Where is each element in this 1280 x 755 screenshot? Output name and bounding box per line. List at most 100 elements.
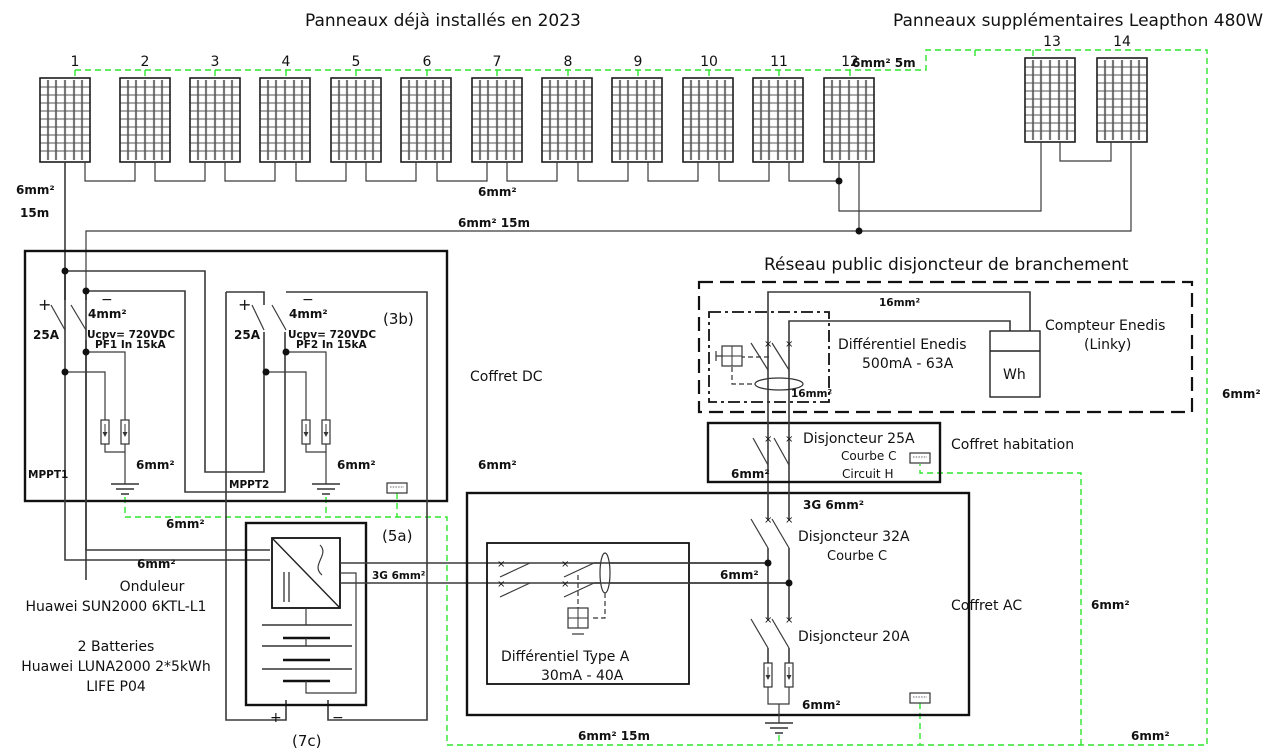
breaker20-label: Disjoncteur 20A — [798, 629, 910, 645]
battery-title: 2 Batteries — [78, 639, 155, 655]
wire-section-label: 4mm² — [88, 307, 127, 321]
cable-label: 6mm² — [166, 517, 205, 531]
pv-panel-10 — [681, 76, 735, 164]
cable-label: 6mm² — [16, 183, 55, 197]
svg-text:×: × — [785, 434, 793, 445]
spd1-spec: Ucpv= 720VDC — [87, 329, 175, 341]
panel-number: 14 — [1113, 34, 1131, 50]
earth-bar-icon — [386, 482, 408, 494]
cable-label: 6mm² — [337, 458, 376, 472]
title-public-network: Réseau public disjoncteur de branchement — [764, 255, 1129, 275]
linky-meter-icon — [989, 330, 1041, 398]
panel-number: 7 — [493, 54, 502, 70]
cable-label: 16mm² — [879, 297, 920, 309]
svg-text:×: × — [497, 579, 505, 590]
cable-label: 6mm² — [1091, 598, 1130, 612]
string-wiring — [64, 142, 1132, 300]
spd1-spec: PF1 In 15kA — [95, 339, 166, 351]
junction-dot — [61, 368, 69, 376]
breaker32-label: Disjoncteur 32A — [798, 529, 910, 545]
inverter-ref: (5a) — [382, 527, 412, 545]
svg-text:×: × — [764, 434, 772, 445]
panel-number: 6 — [423, 54, 432, 70]
breaker32-curve: Courbe C — [827, 549, 887, 564]
spd2-spec: Ucpv= 720VDC — [288, 329, 376, 341]
enedis-rcd-box — [708, 311, 830, 403]
junction-dot — [764, 559, 772, 567]
cable-label: 6mm² — [720, 568, 759, 582]
dc-box-ref: (3b) — [383, 310, 414, 328]
cable-label: 6mm² 15m — [458, 216, 530, 230]
rcd-box — [486, 542, 690, 685]
rcd-rating: 30mA - 40A — [541, 668, 624, 684]
panel-number: 1 — [71, 54, 80, 70]
svg-text:×: × — [785, 339, 793, 350]
surge-protector-icon — [100, 419, 110, 445]
pv-panel-2 — [118, 76, 172, 164]
mppt2-label: MPPT2 — [229, 479, 269, 491]
switch-rating: 25A — [33, 328, 60, 342]
panel-number: 3 — [211, 54, 220, 70]
svg-text:×: × — [785, 515, 793, 526]
spd2-spec: PF2 In 15kA — [296, 339, 367, 351]
svg-text:×: × — [785, 615, 793, 626]
earth-bar-icon — [909, 692, 931, 704]
junction-dot — [262, 368, 270, 376]
pv-panel-8 — [540, 76, 594, 164]
junction-dot — [855, 227, 863, 235]
dc-box-label: Coffret DC — [470, 369, 543, 385]
rcd-title: Différentiel Type A — [501, 649, 630, 665]
plus-sign: + — [238, 295, 251, 314]
cable-label: 6mm² 15m — [578, 729, 650, 743]
habitation-curve: Courbe C — [841, 449, 896, 463]
rcd-icon: × × × × — [497, 552, 789, 635]
cable-label: 6mm² — [802, 698, 841, 712]
enedis-rcd-rating: 500mA - 63A — [862, 356, 954, 372]
ac-breakers: × × × × — [750, 430, 793, 723]
pv-panel-13 — [1023, 56, 1077, 144]
public-network-box — [697, 280, 1194, 414]
title-existing-panels: Panneaux déjà installés en 2023 — [305, 11, 581, 31]
meter-unit: Wh — [1003, 367, 1026, 383]
junction-dot — [82, 287, 90, 295]
pv-panel-9 — [610, 76, 664, 164]
switch-rating: 25A — [234, 328, 261, 342]
cable-label: 6mm² — [1222, 387, 1261, 401]
cable-label: 6mm² 5m — [852, 56, 916, 70]
dc-wiring — [50, 270, 428, 721]
panel-number: 2 — [141, 54, 150, 70]
ac-box-label: Coffret AC — [951, 598, 1022, 614]
enedis-rcd-title: Différentiel Enedis — [838, 337, 967, 353]
pv-panel-14 — [1095, 56, 1149, 144]
junction-dot — [61, 267, 69, 275]
panel-number: 5 — [352, 54, 361, 70]
habitation-breaker-label: Disjoncteur 25A — [803, 431, 915, 447]
habitation-circuit: Circuit H — [842, 467, 893, 481]
habitation-breaker: × × — [752, 434, 793, 466]
svg-text:×: × — [764, 515, 772, 526]
cable-label: 6mm² — [731, 467, 770, 481]
battery-ref: (7c) — [292, 732, 322, 750]
minus-sign: − — [302, 292, 314, 308]
panel-number: 8 — [564, 54, 573, 70]
inverter-model: Huawei SUN2000 6KTL-L1 — [26, 599, 207, 615]
additional-panels — [1023, 56, 1149, 144]
battery-model: Huawei LUNA2000 2*5kWh — [21, 659, 211, 675]
panel-number: 13 — [1043, 34, 1061, 50]
panel-number: 11 — [770, 54, 788, 70]
existing-panels — [38, 76, 876, 164]
pv-panel-7 — [470, 76, 524, 164]
battery-icon — [262, 572, 357, 694]
junction-dot — [835, 177, 843, 185]
dc-box — [23, 249, 449, 503]
enedis-wiring: × × — [715, 291, 1031, 430]
panel-number: 10 — [700, 54, 718, 70]
earth-icon — [110, 483, 140, 495]
panel-numbers: 1 2 3 4 5 6 7 8 9 10 11 12 13 14 — [71, 34, 1131, 70]
plus-sign: + — [38, 295, 51, 314]
minus-sign: − — [101, 292, 113, 308]
cable-label: 6mm² — [478, 458, 517, 472]
inverter-box — [244, 521, 368, 707]
pv-panel-12 — [822, 76, 876, 164]
